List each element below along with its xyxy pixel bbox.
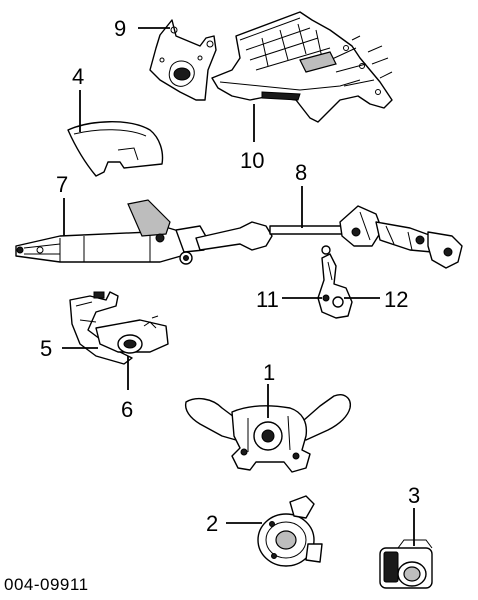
callout-labels: 1 2 3 4 5 6 7 8 9 10 11 12: [40, 16, 420, 536]
diagram-id: 004-09911: [4, 575, 89, 594]
part-1-multifunction-switch: [184, 394, 351, 473]
part-8-intermediate-shaft: [195, 205, 463, 269]
callout-8: 8: [295, 160, 307, 185]
callout-11: 11: [256, 287, 279, 312]
callout-10: 10: [240, 148, 264, 173]
part-3-sensor-module: [379, 539, 433, 589]
callout-4: 4: [72, 64, 84, 89]
callout-6: 6: [121, 397, 133, 422]
callout-9: 9: [114, 16, 126, 41]
part-11-12-bracket-bolt: [317, 253, 353, 319]
callout-3: 3: [408, 483, 420, 508]
callout-1: 1: [263, 360, 275, 385]
part-7-steering-column: [15, 199, 209, 265]
part-6-lock-housing: [95, 315, 169, 354]
callout-7: 7: [56, 172, 68, 197]
part-2-clockspring: [257, 495, 323, 567]
callout-5: 5: [40, 336, 52, 361]
part-9-bracket: [149, 19, 217, 101]
part-4-upper-shroud: [67, 121, 164, 177]
part-10-support-frame: [211, 11, 393, 123]
callout-2: 2: [206, 511, 218, 536]
callout-12: 12: [384, 287, 408, 312]
leader-lines: [62, 27, 415, 546]
